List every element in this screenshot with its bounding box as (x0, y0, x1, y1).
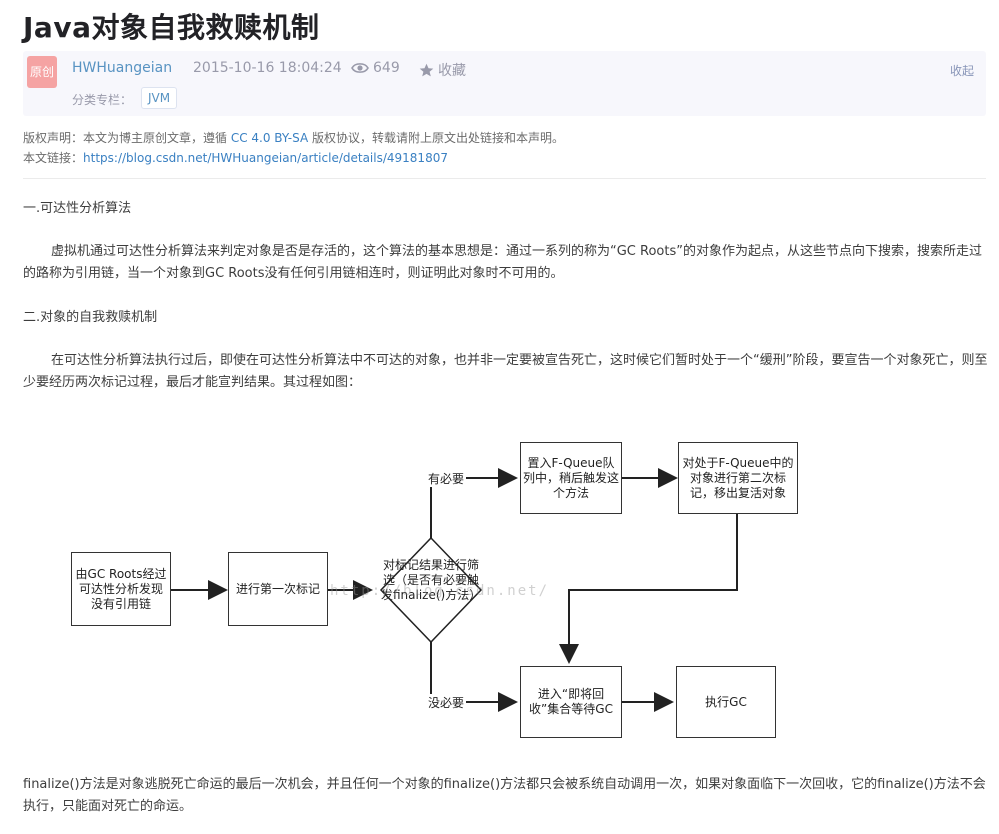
publish-date: 2015-10-16 18:04:24 (193, 60, 342, 76)
view-count: 649 (351, 60, 400, 76)
article-meta: 原创 HWHuangeian 2015-10-16 18:04:24 649 收… (23, 51, 986, 116)
article-link-line: 本文链接：https://blog.csdn.net/HWHuangeian/a… (23, 148, 564, 168)
node-decision: 对标记结果进行筛选（是否有必要触发finalize()方法） (381, 558, 482, 602)
divider (23, 178, 986, 179)
copyright-line: 版权声明：本文为博主原创文章，遵循 CC 4.0 BY-SA 版权协议，转载请附… (23, 128, 564, 148)
edge-label-yes: 有必要 (426, 470, 467, 487)
collect-button[interactable]: 收藏 (419, 60, 466, 80)
category-label: 分类专栏： (72, 93, 133, 107)
node-execute-gc: 执行GC (676, 666, 776, 738)
node-gc-roots: 由GC Roots经过可达性分析发现没有引用链 (71, 552, 171, 626)
collect-label: 收藏 (438, 63, 466, 79)
view-count-value: 649 (373, 60, 400, 76)
watermark: http://blog.csdn.net/ (330, 583, 550, 599)
paragraph-2: 在可达性分析算法执行过后，即使在可达性分析算法中不可达的对象，也并非一定要被宣告… (23, 353, 988, 390)
section-heading-1: 一.可达性分析算法 (23, 201, 132, 216)
copyright-text: 版权声明：本文为博主原创文章，遵循 (23, 131, 231, 145)
node-pending-gc: 进入“即将回收”集合等待GC (520, 666, 622, 738)
license-link[interactable]: CC 4.0 BY-SA (230, 131, 309, 145)
section-heading-2: 二.对象的自我救赎机制 (23, 310, 158, 325)
node-fqueue: 置入F-Queue队列中，稍后触发这个方法 (520, 442, 622, 514)
eye-icon (351, 63, 369, 73)
star-icon (419, 63, 434, 77)
original-badge: 原创 (27, 56, 57, 88)
paragraph-3: finalize()方法是对象逃脱死亡命运的最后一次机会，并且任何一个对象的fi… (23, 777, 986, 814)
edge-label-no: 没必要 (426, 694, 467, 711)
author-link[interactable]: HWHuangeian (72, 60, 173, 76)
flowchart: 由GC Roots经过可达性分析发现没有引用链 进行第一次标记 对标记结果进行筛… (68, 440, 808, 740)
collapse-button[interactable]: 收起 (949, 64, 974, 78)
page-title: Java对象自我救赎机制 (23, 11, 320, 44)
article-url-link[interactable]: https://blog.csdn.net/HWHuangeian/articl… (83, 151, 448, 165)
article-link-label: 本文链接： (23, 151, 84, 165)
node-first-mark: 进行第一次标记 (228, 552, 328, 626)
copyright-text-suffix: 版权协议，转载请附上原文出处链接和本声明。 (308, 131, 564, 145)
paragraph-1: 虚拟机通过可达性分析算法来判定对象是否是存活的，这个算法的基本思想是：通过一系列… (23, 244, 982, 281)
flowchart-connectors (171, 468, 738, 712)
copyright-notice: 版权声明：本文为博主原创文章，遵循 CC 4.0 BY-SA 版权协议，转载请附… (23, 128, 564, 168)
category-tag[interactable]: JVM (141, 87, 178, 109)
node-second-mark: 对处于F-Queue中的对象进行第二次标记，移出复活对象 (678, 442, 798, 514)
